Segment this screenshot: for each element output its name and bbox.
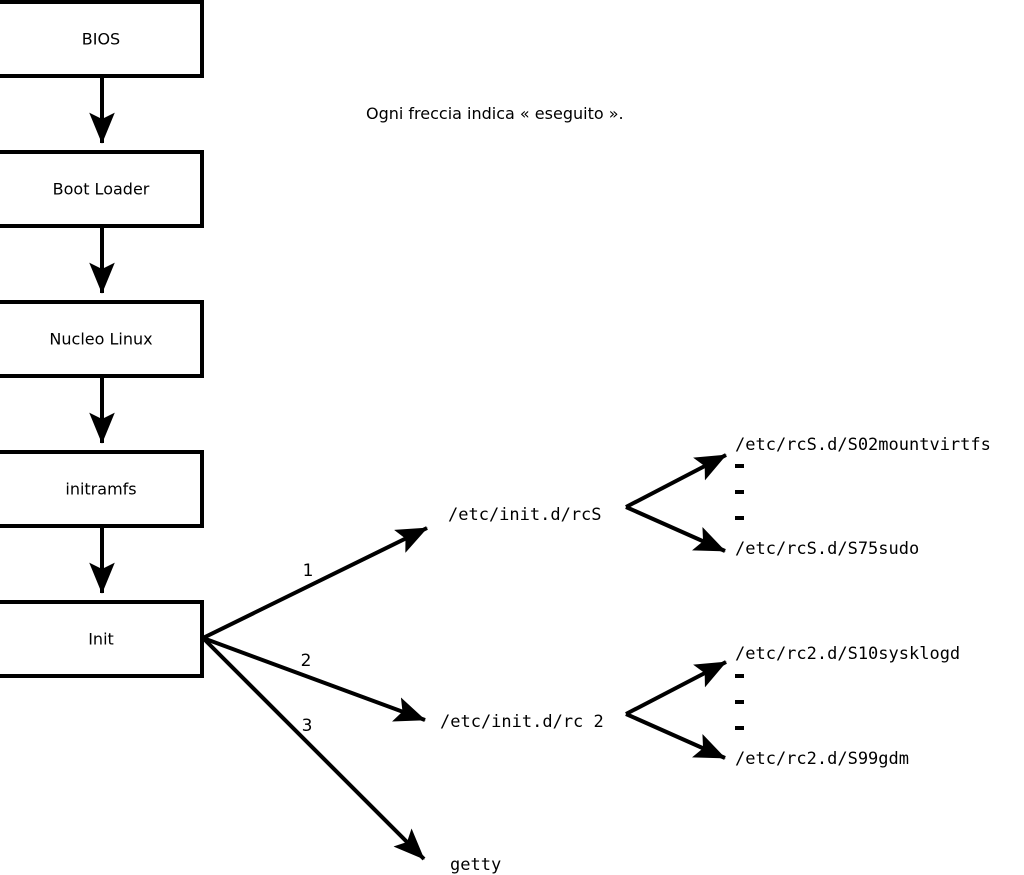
box-initramfs[interactable]: initramfs — [0, 450, 204, 528]
box-initramfs-rect — [0, 450, 204, 528]
diagram-caption: Ogni freccia indica « eseguito ». — [366, 104, 624, 123]
label-rc2-script-first: /etc/rc2.d/S10sysklogd — [735, 644, 960, 664]
box-bios-rect — [0, 0, 204, 78]
branch-number-1: 1 — [303, 561, 314, 581]
label-rcs-script-last: /etc/rcS.d/S75sudo — [735, 539, 919, 559]
arrow-rcs-to-first-script — [625, 453, 727, 509]
arrow-rc2-to-last-script — [625, 712, 726, 760]
label-getty: getty — [450, 855, 501, 875]
box-init-rect — [0, 600, 204, 678]
branch-number-2: 2 — [301, 651, 312, 671]
box-boot-loader-label: Boot Loader — [53, 180, 150, 199]
box-kernel-rect — [0, 300, 204, 378]
box-kernel[interactable]: Nucleo Linux — [0, 300, 204, 378]
box-initramfs-label: initramfs — [65, 480, 136, 499]
box-bios[interactable]: BIOS — [0, 0, 204, 78]
box-init[interactable]: Init — [0, 600, 204, 678]
box-bios-label: BIOS — [82, 30, 120, 49]
branch-number-3: 3 — [302, 716, 313, 736]
label-rcs-script-first: /etc/rcS.d/S02mountvirtfs — [735, 435, 991, 455]
arrow-rcs-to-last-script — [625, 505, 726, 553]
label-rc2-script-last: /etc/rc2.d/S99gdm — [735, 749, 909, 769]
arrow-init-branch-2 — [202, 636, 426, 722]
arrow-rc2-to-first-script — [625, 660, 727, 716]
label-rc2: /etc/init.d/rc 2 — [440, 712, 604, 732]
box-init-label: Init — [88, 630, 114, 649]
box-boot-loader[interactable]: Boot Loader — [0, 150, 204, 228]
box-kernel-label: Nucleo Linux — [49, 330, 152, 349]
arrow-init-branch-3 — [201, 636, 426, 861]
arrow-init-branch-1 — [202, 526, 428, 640]
label-rcs: /etc/init.d/rcS — [448, 505, 602, 525]
box-boot-loader-rect — [0, 150, 204, 228]
